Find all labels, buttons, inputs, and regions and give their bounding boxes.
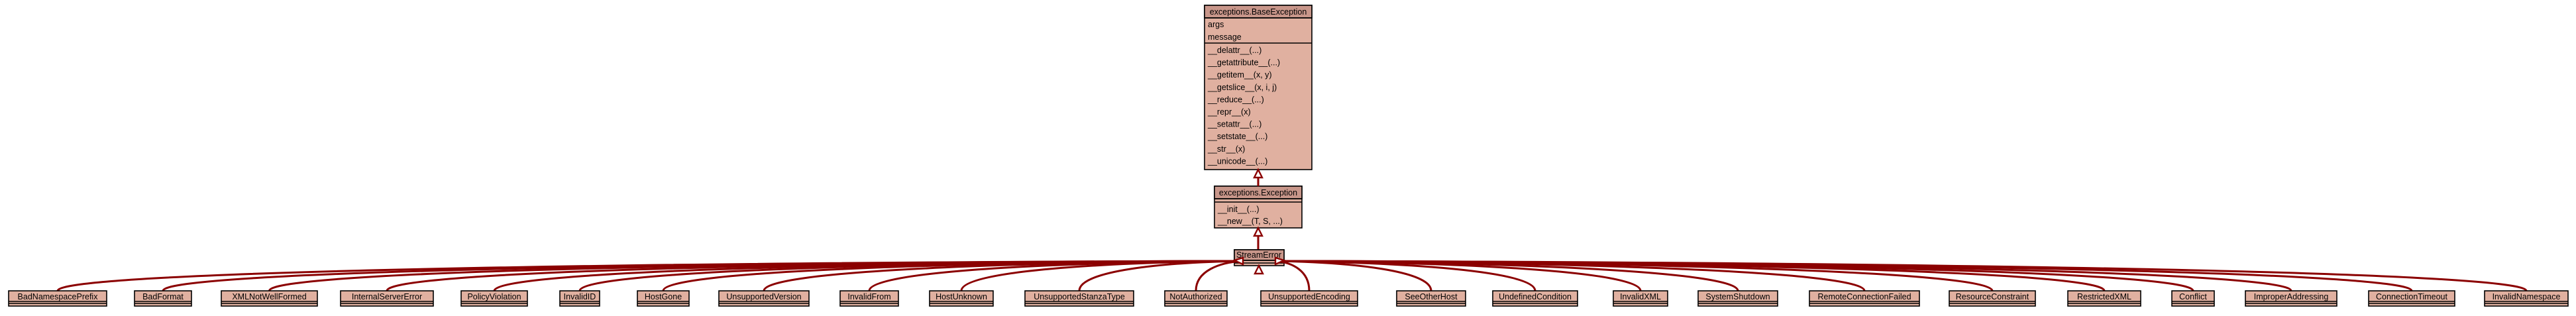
subclass-nodes: BadNamespacePrefix BadFormat XMLNotWellFor… [8,290,2569,307]
subclass-node[interactable]: InvalidID [559,290,600,307]
exception-method: __new__(T, S, ...) [1217,217,1283,226]
inheritance-edge [1078,260,1244,291]
subclass-node[interactable]: ConnectionTimeout [2368,290,2455,307]
subclass-node[interactable]: ResourceConstraint [1949,290,2036,307]
subclass-name: UnsupportedEncoding [1268,292,1350,301]
base-exception-attributes: args message [1208,20,1242,42]
base-exception-method: __setattr__(...) [1207,120,1261,129]
subclass-node[interactable]: PolicyViolation [460,290,528,307]
subclass-name: InvalidID [564,292,596,301]
base-exception-attribute: message [1208,32,1242,42]
subclass-node[interactable]: RestrictedXML [2067,290,2141,307]
subclass-node[interactable]: Conflict [2171,290,2215,307]
base-exception-title: exceptions.BaseException [1210,7,1307,17]
subclass-arrowheads [1232,256,1287,275]
subclass-node[interactable]: BadFormat [134,290,192,307]
subclass-name: NotAuthorized [1169,292,1222,301]
subclass-name: HostGone [645,292,682,301]
subclass-arrowhead-left [1232,256,1244,266]
subclass-node[interactable]: InvalidXML [1613,290,1668,307]
base-exception-method: __delattr__(...) [1207,46,1261,55]
subclass-name: RemoteConnectionFailed [1817,292,1911,301]
subclass-node[interactable]: RemoteConnectionFailed [1809,290,1920,307]
base-exception-method: __getitem__(x, y) [1207,70,1272,79]
subclass-node[interactable]: HostGone [637,290,690,307]
subclass-node[interactable]: InternalServerError [340,290,434,307]
subclass-node[interactable]: BadNamespacePrefix [8,290,107,307]
exception-method: __init__(...) [1217,205,1260,214]
base-exception-attribute: args [1208,20,1224,29]
exception-title: exceptions.Exception [1219,188,1297,197]
subclass-name: SystemShutdown [1705,292,1770,301]
subclass-node[interactable]: UndefinedCondition [1492,290,1578,307]
stream-error-title: StreamError [1236,250,1281,260]
subclass-name: BadNamespacePrefix [18,292,99,301]
inheritance-edge [1275,260,2528,291]
subclass-node[interactable]: HostUnknown [929,290,994,307]
subclass-name: UnsupportedVersion [726,292,801,301]
exception-node[interactable]: exceptions.Exception __init__(...) __new_… [1214,185,1303,229]
subclass-node[interactable]: ImproperAddressing [2245,290,2337,307]
subclass-node[interactable]: InvalidNamespace [2484,290,2569,307]
subclass-name: ConnectionTimeout [2376,292,2447,301]
subclass-name: BadFormat [142,292,184,301]
subclass-name: XMLNotWellFormed [232,292,306,301]
base-exception-method: __str__(x) [1207,144,1245,154]
subclass-arrowhead-right [1274,256,1287,266]
exception-methods: __init__(...) __new__(T, S, ...) [1217,205,1283,226]
subclass-node[interactable]: XMLNotWellFormed [221,290,318,307]
subclass-name: Conflict [2179,292,2207,301]
subclass-name: SeeOtherHost [1405,292,1458,301]
subclass-node[interactable]: UnsupportedEncoding [1260,290,1358,307]
subclass-name: InvalidXML [1620,292,1661,301]
subclass-name: UnsupportedStanzaType [1034,292,1125,301]
subclass-node[interactable]: SystemShutdown [1697,290,1778,307]
inheritance-edge [960,260,1244,291]
subclass-edges [56,260,2528,291]
subclass-name: UndefinedCondition [1499,292,1572,301]
subclass-node[interactable]: UnsupportedStanzaType [1024,290,1134,307]
subclass-arrowhead-center [1254,264,1264,275]
base-exception-method: __reduce__(...) [1207,95,1264,104]
base-exception-method: __getattribute__(...) [1207,58,1280,68]
subclass-name: ResourceConstraint [1956,292,2029,301]
subclass-name: InvalidNamespace [2493,292,2561,301]
base-exception-node[interactable]: exceptions.BaseException args message __d… [1204,5,1313,170]
subclass-name: InvalidFrom [847,292,890,301]
subclass-name: PolicyViolation [467,292,521,301]
base-exception-method: __getslice__(x, i, j) [1207,83,1277,92]
base-exception-method: __setstate__(...) [1207,132,1267,141]
subclass-node[interactable]: UnsupportedVersion [718,290,810,307]
inheritance-edge-streamerror-to-exception [1253,226,1263,250]
subclass-node[interactable]: SeeOtherHost [1396,290,1466,307]
subclass-name: HostUnknown [936,292,987,301]
subclass-name: RestrictedXML [2077,292,2131,301]
subclass-node[interactable]: NotAuthorized [1164,290,1228,307]
base-exception-method: __unicode__(...) [1207,156,1267,166]
base-exception-method: __repr__(x) [1207,107,1251,117]
subclass-name: ImproperAddressing [2254,292,2329,301]
base-exception-methods: __delattr__(...) __getattribute__(...) __g… [1207,46,1280,166]
subclass-node[interactable]: InvalidFrom [839,290,899,307]
subclass-name: InternalServerError [352,292,422,301]
inheritance-edge-exception-to-base [1253,168,1263,186]
